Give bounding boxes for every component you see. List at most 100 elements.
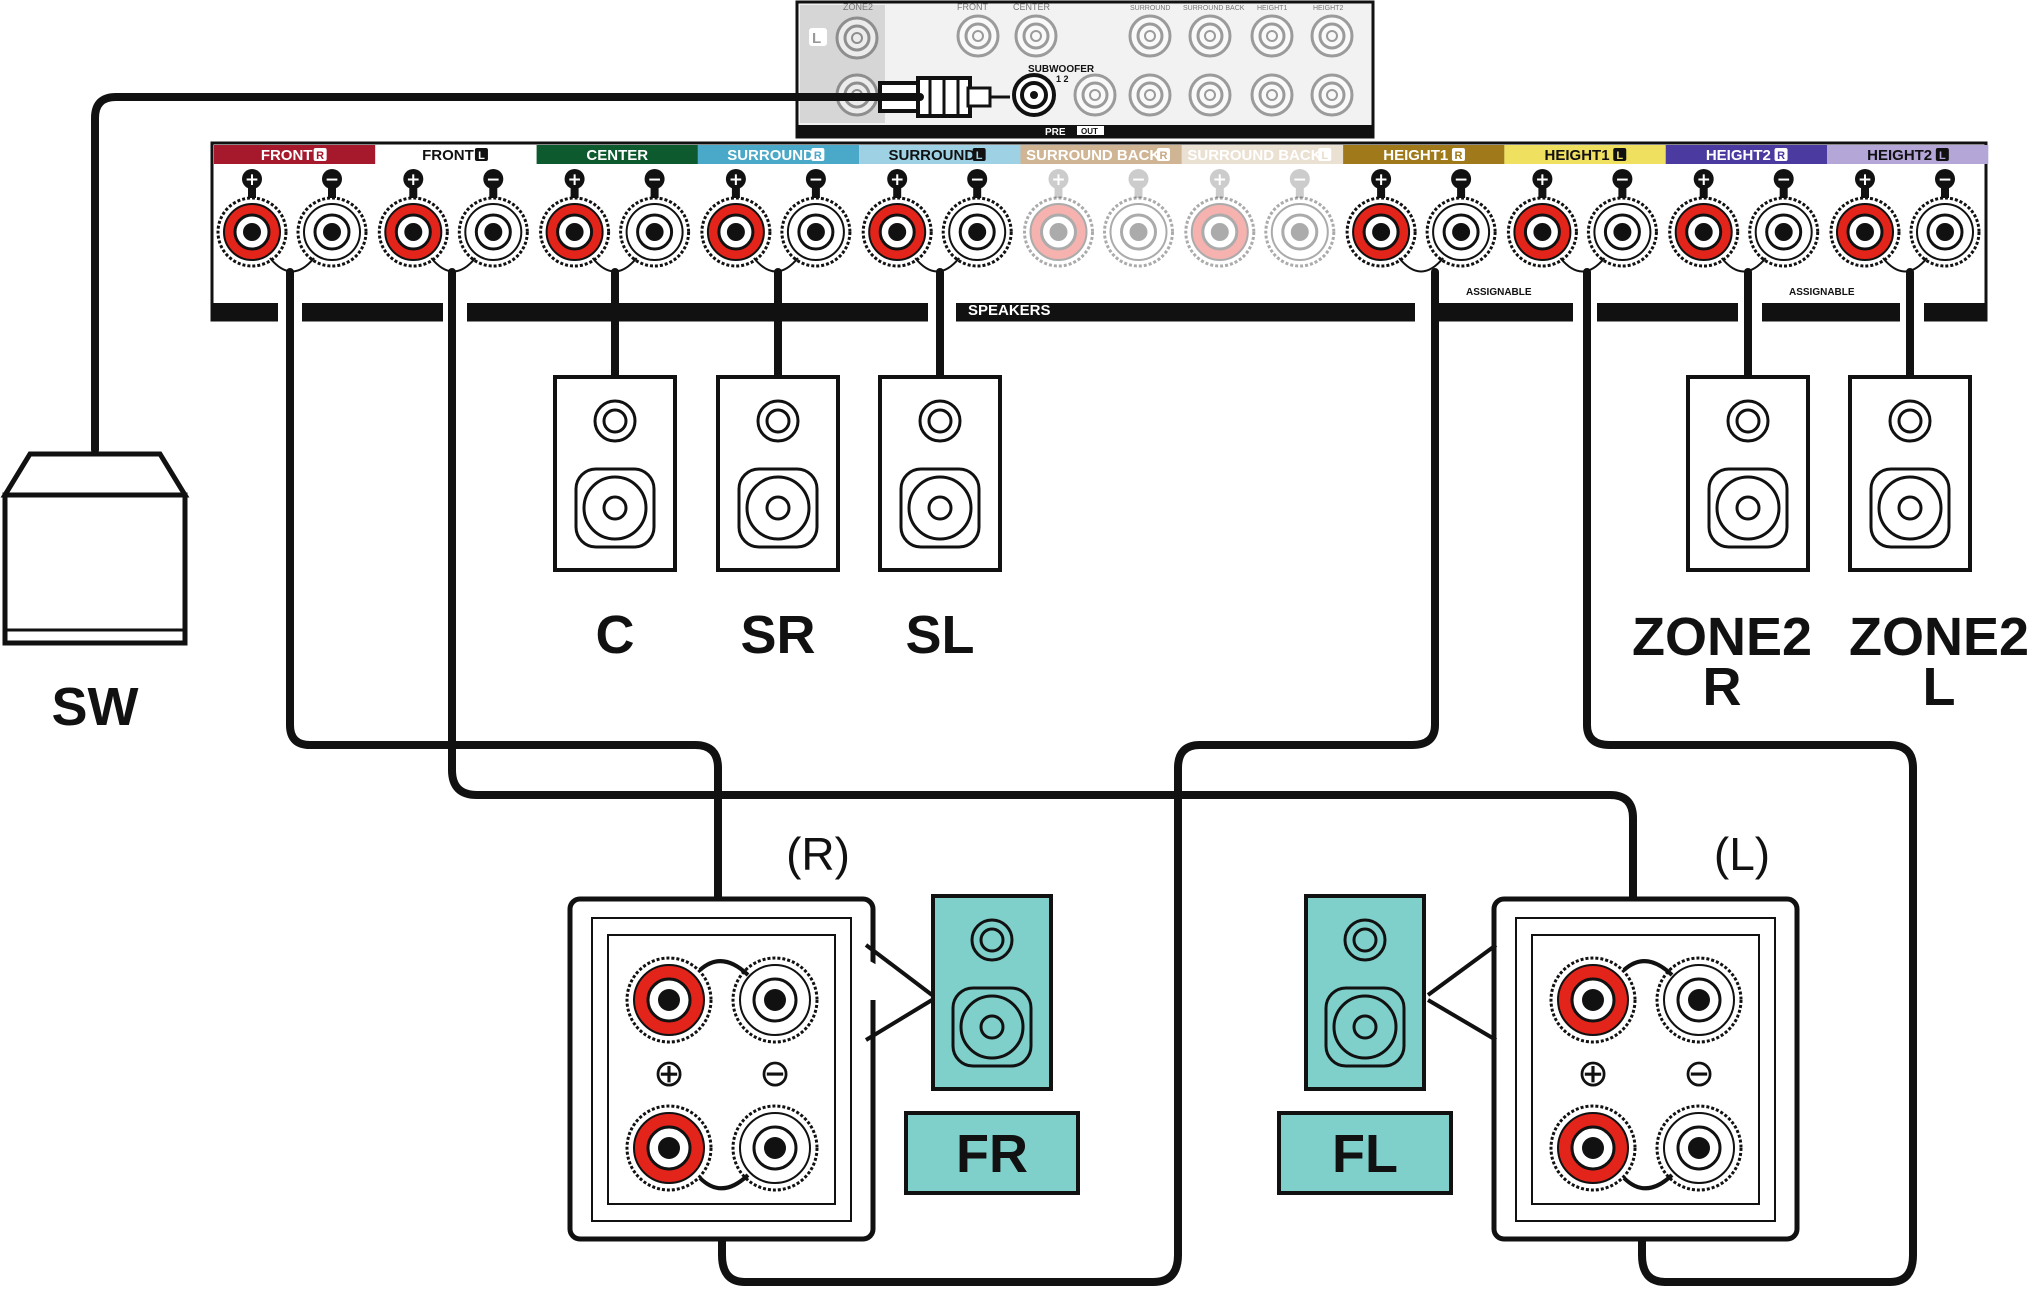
svg-text:+: + (1051, 170, 1065, 190)
preout-jack-subwoofer-1[interactable] (1012, 73, 1056, 117)
terminal-plus-1[interactable] (377, 196, 449, 268)
front-left-speaker: FL (1277, 894, 1498, 1195)
speaker-label-fl: FL (1332, 1124, 1398, 1184)
speaker-zone2-l (1848, 375, 1972, 572)
preout-jack-lower-1[interactable] (1188, 73, 1232, 117)
preout-jack-top-1[interactable] (1014, 14, 1058, 58)
preout-label-surround-back: SURROUND BACK (1183, 5, 1245, 12)
terminal-plus-2[interactable] (539, 196, 611, 268)
preout-l-label: L (812, 30, 821, 47)
terminal-plus-9[interactable] (1668, 196, 1740, 268)
speaker-terminals (216, 196, 1981, 273)
minus-mark-10: − (1935, 169, 1955, 198)
biamp-right-terminal-minus-lower[interactable] (731, 1104, 819, 1192)
preout-jack-lower-3[interactable] (1310, 73, 1354, 117)
terminal-plus-7[interactable] (1345, 196, 1417, 268)
terminal-plus-10[interactable] (1829, 196, 1901, 268)
terminal-minus-8[interactable] (1586, 196, 1658, 268)
biamp-group-label-right: (R) (786, 828, 850, 880)
preout-jack-lower-2[interactable] (1250, 73, 1294, 117)
channel-label-6: SURROUND BACK (1187, 147, 1321, 164)
biamp-left-terminal-minus-upper[interactable] (1655, 956, 1743, 1044)
preout-jack-upper-2[interactable] (1250, 14, 1294, 58)
preout-jack-zone2-l[interactable] (835, 16, 879, 60)
terminal-minus-0[interactable] (296, 196, 368, 268)
biamp-right-terminal-minus-upper[interactable] (731, 956, 819, 1044)
subwoofer-numbers: 1 2 (1056, 74, 1069, 84)
preout-label-height2: HEIGHT2 (1313, 5, 1343, 12)
terminal-plus-3[interactable] (700, 196, 772, 268)
preout-label-surround: SURROUND (1130, 5, 1170, 12)
speaker-label-zone2-l-line1: ZONE2 (1849, 607, 2029, 667)
preout-panel: PRE OUT ZONE2 FRONT CENTER SURROUND SURR… (795, 0, 1375, 139)
preout-jack-subwoofer-2[interactable] (1073, 73, 1117, 117)
terminal-minus-5[interactable] (1103, 196, 1174, 268)
terminal-minus-9[interactable] (1748, 196, 1820, 268)
terminal-minus-3[interactable] (780, 196, 852, 268)
terminal-minus-10[interactable] (1909, 196, 1981, 268)
biamp-left-terminal-plus-upper[interactable] (1549, 956, 1637, 1044)
svg-text:+: + (406, 170, 420, 190)
plus-mark-1: + (403, 169, 424, 198)
speakers-label: SPEAKERS (968, 302, 1051, 319)
svg-text:+: + (729, 170, 743, 190)
speaker-label-zone2-r-line2: R (1703, 657, 1742, 717)
channel-side-9: R (1777, 150, 1785, 162)
subwoofer-label-sw: SW (52, 677, 139, 737)
terminal-plus-5[interactable] (1023, 196, 1094, 268)
channel-side-1: L (478, 150, 485, 162)
cables (91, 93, 1917, 1286)
biamp-terminal-panel-left: (L) ⊕⊖ (1491, 828, 1800, 1242)
svg-text:−: − (325, 170, 339, 190)
preout-jack-lower-0[interactable] (1128, 73, 1172, 117)
terminal-minus-2[interactable] (619, 196, 691, 268)
svg-text:+: + (1213, 170, 1227, 190)
channel-label-8: HEIGHT1 (1545, 147, 1610, 164)
channel-label-0: FRONT (261, 147, 313, 164)
biamp-left-plus-symbol: ⊕ (1577, 1051, 1609, 1095)
channel-label-2: CENTER (586, 147, 648, 164)
terminal-plus-8[interactable] (1506, 196, 1578, 268)
terminal-minus-1[interactable] (457, 196, 529, 268)
terminal-plus-4[interactable] (861, 196, 933, 268)
preout-jack-upper-0[interactable] (1128, 14, 1172, 58)
terminal-plus-6[interactable] (1184, 196, 1256, 268)
biamp-right-terminal-plus-lower[interactable] (625, 1104, 713, 1192)
plus-mark-5: + (1048, 169, 1069, 198)
terminal-plus-0[interactable] (216, 196, 288, 268)
speaker-center (553, 375, 677, 572)
biamp-right-terminal-plus-upper[interactable] (625, 956, 713, 1044)
svg-text:+: + (1374, 170, 1388, 190)
channel-label-1: FRONT (422, 147, 474, 164)
channel-header-1: FRONT L (375, 145, 537, 164)
svg-text:−: − (809, 170, 823, 190)
biamp-left-terminal-plus-lower[interactable] (1549, 1104, 1637, 1192)
preout-jack-upper-3[interactable] (1310, 14, 1354, 58)
channel-label-3: SURROUND (727, 147, 814, 164)
speaker-surround-r (716, 375, 840, 572)
channel-label-7: HEIGHT1 (1383, 147, 1448, 164)
subwoofer-label: SUBWOOFER (1028, 64, 1095, 75)
terminal-minus-4[interactable] (941, 196, 1013, 268)
plus-mark-7: + (1371, 169, 1392, 198)
biamp-left-terminal-minus-lower[interactable] (1655, 1104, 1743, 1192)
plus-mark-0: + (242, 169, 262, 198)
svg-text:+: + (245, 170, 259, 190)
terminal-minus-7[interactable] (1425, 196, 1497, 268)
pre-label: PRE (1045, 127, 1066, 138)
speaker-surround-l (878, 375, 1002, 572)
preout-label-zone2: ZONE2 (843, 2, 873, 12)
svg-text:−: − (1131, 170, 1145, 190)
speaker-label-sl: SL (905, 605, 974, 665)
speaker-zone2-r (1686, 375, 1810, 572)
preout-jack-top-0[interactable] (956, 14, 1000, 58)
svg-text:+: + (890, 170, 904, 190)
terminal-minus-6[interactable] (1264, 196, 1336, 268)
preout-jack-upper-1[interactable] (1188, 14, 1232, 58)
